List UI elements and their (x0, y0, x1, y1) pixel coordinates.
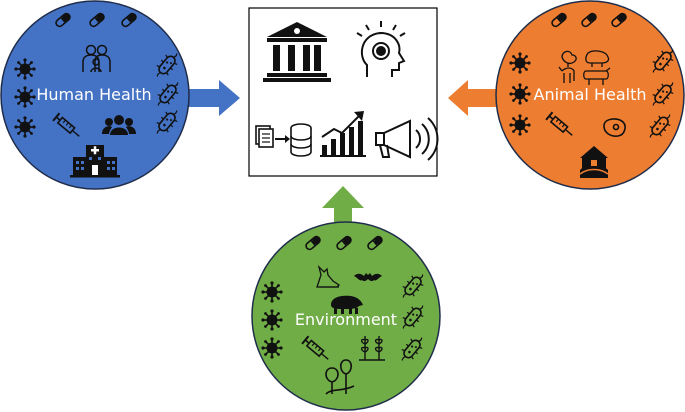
human-health-label: Human Health (36, 85, 151, 104)
virus-icon (260, 280, 284, 304)
environment-node: Environment (251, 221, 441, 411)
growth-chart-icon (320, 111, 366, 157)
animal-health-label: Animal Health (534, 85, 647, 104)
group-icon (102, 115, 136, 135)
virus-icon (260, 336, 284, 360)
megaphone-icon (375, 117, 439, 161)
arrow-environment-to-center (322, 186, 364, 230)
arrow-animal-to-center (448, 80, 510, 116)
document-to-database-icon (255, 123, 312, 157)
family-icon (82, 44, 111, 73)
environment-label: Environment (295, 310, 397, 329)
institution-icon (263, 22, 331, 82)
farm-icon (579, 146, 609, 178)
virus-icon (13, 85, 37, 109)
virus-icon (260, 308, 284, 332)
animal-health-node: Animal Health (495, 0, 685, 190)
boar-icon (331, 295, 363, 314)
idea-head-icon (356, 21, 406, 77)
virus-icon (508, 51, 532, 75)
trees-icon (325, 359, 355, 395)
virus-icon (13, 115, 37, 139)
arrow-human-to-center (178, 80, 240, 116)
virus-icon (13, 57, 37, 81)
bat-icon (354, 273, 382, 282)
human-health-node: Human Health (0, 0, 190, 190)
hospital-icon (70, 145, 120, 178)
meat-icon (603, 118, 626, 137)
livestock-icon (558, 50, 611, 85)
crops-icon (359, 336, 385, 361)
virus-icon (508, 82, 532, 106)
wolf-icon (316, 264, 341, 288)
virus-icon (508, 113, 532, 137)
